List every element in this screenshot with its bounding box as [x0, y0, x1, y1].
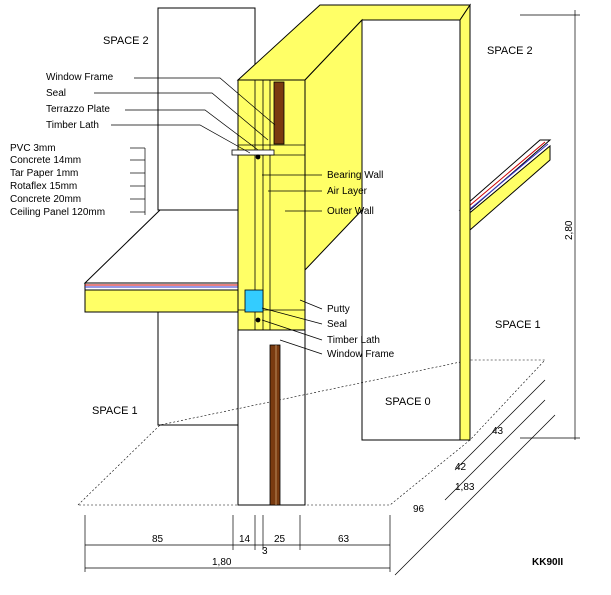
wall-right-edge	[459, 3, 471, 441]
dim-depth-43: 43	[492, 426, 504, 437]
space0-label: SPACE 0	[385, 396, 431, 408]
space2-right-label: SPACE 2	[487, 45, 533, 57]
window-frames	[269, 81, 285, 506]
upper-labels: Window Frame Seal Terrazzo Plate Timber …	[46, 72, 114, 131]
putty-block	[244, 289, 264, 313]
space-labels: SPACE 2 SPACE 2 SPACE 1 SPACE 1 SPACE 0	[92, 35, 541, 417]
dim-25: 25	[274, 534, 286, 545]
dim-63: 63	[338, 534, 350, 545]
leader-lines	[94, 77, 323, 355]
label-layer-concrete-14: Concrete 14mm	[10, 155, 81, 166]
panel-lower-left	[157, 309, 239, 426]
label-layer-tar-paper: Tar Paper 1mm	[10, 168, 78, 179]
dimension-labels: 85 14 3 25 63 1,80 2,80 43 42 1,83 96	[152, 220, 575, 568]
window-frame-lower	[269, 344, 281, 506]
floor-slab-right	[458, 139, 552, 231]
label-layer-ceiling-panel: Ceiling Panel 120mm	[10, 207, 105, 218]
dim-85: 85	[152, 534, 164, 545]
dim-14: 14	[239, 534, 251, 545]
space2-left-label: SPACE 2	[103, 35, 149, 47]
label-air-layer: Air Layer	[327, 186, 368, 197]
layer-labels: PVC 3mm Concrete 14mm Tar Paper 1mm Rota…	[10, 143, 105, 218]
dim-depth-42: 42	[455, 462, 467, 473]
background-panels	[157, 7, 461, 506]
label-layer-pvc: PVC 3mm	[10, 143, 56, 154]
window-frame-upper	[273, 81, 285, 145]
space1-right-label: SPACE 1	[495, 319, 541, 331]
lower-labels: Putty Seal Timber Lath Window Frame	[327, 304, 395, 360]
label-window-frame-lower: Window Frame	[327, 349, 395, 360]
space1-left-label: SPACE 1	[92, 405, 138, 417]
label-outer-wall: Outer Wall	[327, 206, 374, 217]
dim-total-width: 1,80	[212, 557, 232, 568]
label-layer-concrete-20: Concrete 20mm	[10, 194, 81, 205]
label-seal-lower: Seal	[327, 319, 347, 330]
dim-height: 2,80	[564, 220, 575, 240]
label-seal-upper: Seal	[46, 88, 66, 99]
drawing-code: KK90II	[532, 557, 563, 568]
ground-outline	[77, 359, 546, 506]
dim-depth-96: 96	[413, 504, 425, 515]
label-layer-rotaflex: Rotaflex 15mm	[10, 181, 77, 192]
dim-3: 3	[262, 546, 268, 557]
label-bearing-wall: Bearing Wall	[327, 170, 383, 181]
panel-right	[361, 19, 461, 441]
wall-labels: Bearing Wall Air Layer Outer Wall	[327, 170, 383, 217]
seal-details	[231, 149, 275, 323]
label-timber-lath-upper: Timber Lath	[46, 120, 99, 131]
label-window-frame-upper: Window Frame	[46, 72, 114, 83]
label-putty: Putty	[327, 304, 350, 315]
label-timber-lath-lower: Timber Lath	[327, 335, 380, 346]
label-terrazzo-plate: Terrazzo Plate	[46, 104, 110, 115]
dimension-lines	[84, 10, 580, 576]
dim-depth-183: 1,83	[455, 482, 475, 493]
wall-body-side	[304, 18, 363, 272]
